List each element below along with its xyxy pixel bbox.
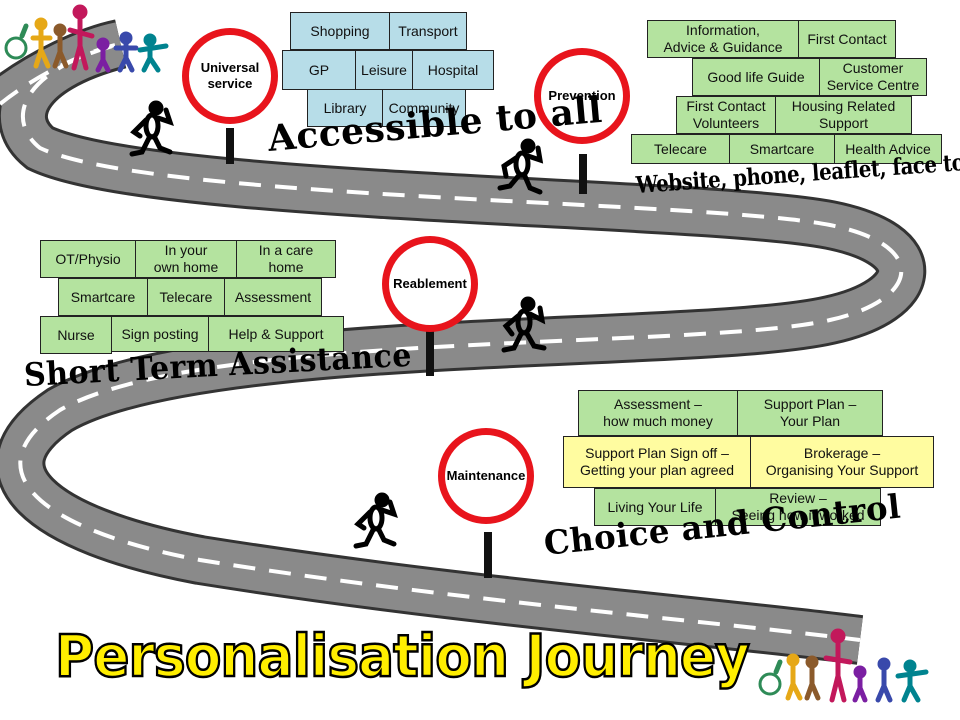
service-box-first-contact: First Contact (798, 20, 896, 58)
service-box-support-plan: Support Plan – Your Plan (737, 390, 883, 436)
family-group-icon (4, 4, 169, 73)
service-box-living-your-life: Living Your Life (594, 488, 716, 526)
service-box-information-advice: Information, Advice & Guidance (647, 20, 799, 58)
page-title: Personalisation Journey (54, 621, 751, 692)
stage-sign-universal-service: Universal service (182, 28, 278, 124)
service-box-customer-service-centre: Customer Service Centre (819, 58, 927, 96)
running-figure-icon (497, 138, 544, 195)
service-box-first-contact-volunteers: First Contact Volunteers (676, 96, 776, 134)
service-box-gp: GP (282, 50, 356, 90)
sign-pole (579, 154, 587, 194)
service-box-leisure: Leisure (355, 50, 413, 90)
stage-sign-maintenance: Maintenance (438, 428, 534, 524)
service-box-in-a-care-home: In a care home (236, 240, 336, 278)
service-box-community: Community (382, 89, 466, 127)
service-box-library: Library (307, 89, 383, 127)
service-box-review: Review – Seeing how it worked (715, 488, 881, 526)
service-box-smartcare-reablement: Smartcare (58, 278, 148, 316)
service-box-nurse: Nurse (40, 316, 112, 354)
service-box-ot-physio: OT/Physio (40, 240, 136, 278)
service-box-telecare: Telecare (631, 134, 730, 164)
stage-sign-reablement: Reablement (382, 236, 478, 332)
running-figure-icon (501, 296, 547, 353)
running-figure-icon (353, 492, 398, 549)
service-box-brokerage: Brokerage – Organising Your Support (750, 436, 934, 488)
family-group-icon (758, 628, 929, 703)
service-box-smartcare: Smartcare (729, 134, 835, 164)
service-box-sign-posting: Sign posting (111, 316, 209, 352)
sign-pole (226, 128, 234, 164)
service-box-good-life-guide: Good life Guide (692, 58, 820, 96)
service-box-assessment-money: Assessment – how much money (578, 390, 738, 436)
sign-pole (484, 532, 492, 578)
service-box-health-advice: Health Advice (834, 134, 942, 164)
service-box-hospital: Hospital (412, 50, 494, 90)
service-box-support-plan-sign-off: Support Plan Sign off – Getting your pla… (563, 436, 751, 488)
service-box-help-and-support: Help & Support (208, 316, 344, 352)
service-box-assessment: Assessment (224, 278, 322, 316)
stage-sign-prevention: Prevention (534, 48, 630, 144)
service-box-transport: Transport (389, 12, 467, 50)
service-box-in-your-own-home: In your own home (135, 240, 237, 278)
service-box-telecare-reablement: Telecare (147, 278, 225, 316)
service-box-shopping: Shopping (290, 12, 390, 50)
running-figure-icon (129, 100, 174, 157)
sign-pole (426, 324, 434, 376)
service-box-housing-related-support: Housing Related Support (775, 96, 912, 134)
